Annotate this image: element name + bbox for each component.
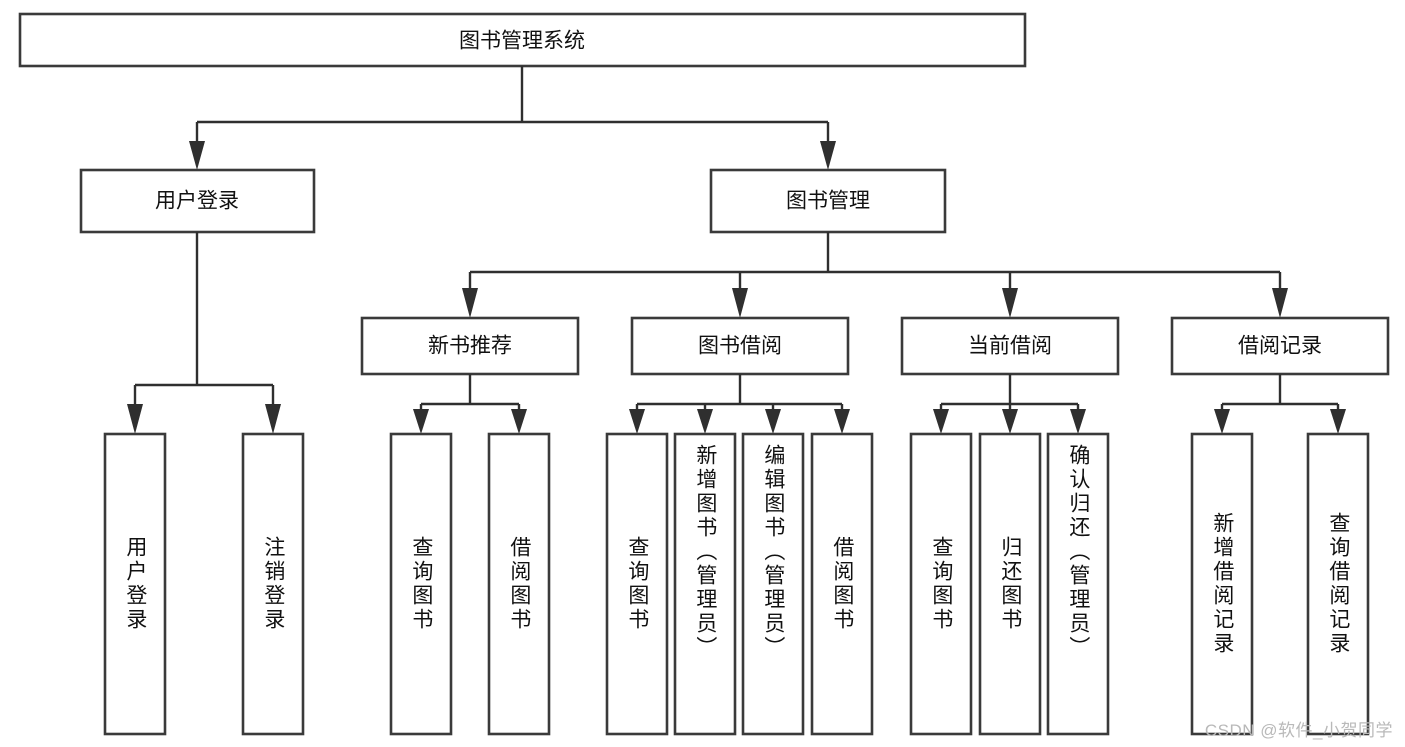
node-current-borrow[interactable]: 当前借阅 xyxy=(900,316,1120,376)
node-user-login[interactable]: 用户登录 xyxy=(79,168,316,234)
node-root-system[interactable]: 图书管理系统 xyxy=(18,12,1027,68)
leaf-box-book-borrow-3[interactable] xyxy=(810,432,874,736)
node-new-book-recommend[interactable]: 新书推荐 xyxy=(360,316,580,376)
leaf-box-borrow-record-0[interactable] xyxy=(1190,432,1254,736)
connector-book-borrow-to-leaves xyxy=(629,374,850,434)
current-borrow-box[interactable] xyxy=(900,316,1120,376)
leaf-box-user-login-0[interactable] xyxy=(103,432,167,736)
leaf-box-borrow-record-1[interactable] xyxy=(1306,432,1370,736)
new-book-recommend-box[interactable] xyxy=(360,316,580,376)
node-book-management[interactable]: 图书管理 xyxy=(709,168,947,234)
leaf-box-current-borrow-2[interactable] xyxy=(1046,432,1110,736)
leaf-box-book-borrow-2[interactable] xyxy=(741,432,805,736)
arrow-to-book-manage xyxy=(820,141,836,170)
user-login-label: 用户登录 xyxy=(155,190,239,213)
leaf-box-new-book-1[interactable] xyxy=(487,432,551,736)
connector-new-book-recommend-to-leaves xyxy=(413,374,527,434)
leaf-box-book-borrow-1[interactable] xyxy=(673,432,737,736)
root-label: 图书管理系统 xyxy=(459,30,585,53)
leaf-box-current-borrow-1[interactable] xyxy=(978,432,1042,736)
leaf-box-current-borrow-0[interactable] xyxy=(909,432,973,736)
node-book-borrow[interactable]: 图书借阅 xyxy=(630,316,850,376)
node-borrow-record[interactable]: 借阅记录 xyxy=(1170,316,1390,376)
current-borrow-label: 当前借阅 xyxy=(968,335,1052,358)
book-borrow-label: 图书借阅 xyxy=(698,335,782,358)
book-management-label: 图书管理 xyxy=(786,190,870,213)
connector-borrow-record-to-leaves xyxy=(1214,374,1346,434)
leaf-box-user-login-1[interactable] xyxy=(241,432,305,736)
user-login-box[interactable] xyxy=(79,168,316,234)
connector-current-borrow-to-leaves xyxy=(933,374,1086,434)
connector-root-to-level2 xyxy=(189,66,836,170)
connector-user-login-to-leaves xyxy=(127,232,281,434)
connector-book-management-to-level3 xyxy=(462,232,1288,318)
leaf-box-book-borrow-0[interactable] xyxy=(605,432,669,736)
arrow-to-user-login xyxy=(189,141,205,170)
borrow-record-label: 借阅记录 xyxy=(1238,335,1322,358)
root-box[interactable] xyxy=(18,12,1027,68)
new-book-recommend-label: 新书推荐 xyxy=(428,335,512,358)
watermark-text: CSDN @软件_小贺同学 xyxy=(1204,721,1393,740)
leaf-box-new-book-0[interactable] xyxy=(389,432,453,736)
